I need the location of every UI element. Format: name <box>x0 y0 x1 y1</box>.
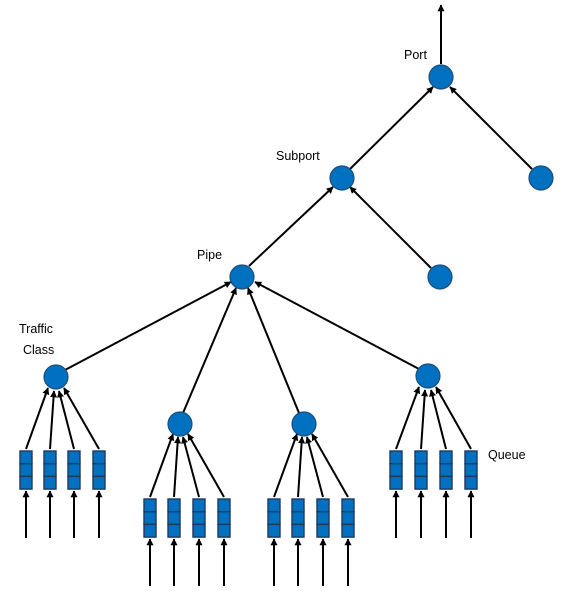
queue-15-cell-1 <box>439 450 453 465</box>
queue-5-cell-1 <box>143 498 157 513</box>
queue-15-cell-2 <box>439 463 453 478</box>
traffic-class-label-line1: Traffic <box>19 322 53 336</box>
queue-2-cell-3 <box>43 475 57 490</box>
edge-q-tc3-3 <box>305 436 324 498</box>
queue-12-cell-2 <box>341 511 355 526</box>
edge-q-tc4-4 <box>435 386 472 450</box>
edge-tc4-pipe <box>254 281 420 370</box>
queue-13-cell-2 <box>389 463 403 478</box>
queue-7-cell-3 <box>192 523 206 538</box>
edge-pipe2-subport <box>349 186 432 269</box>
queue-14-cell-1 <box>414 450 428 465</box>
sibling-pipe-node <box>427 264 453 290</box>
edge-q-tc3-1 <box>273 433 299 498</box>
nodes <box>43 64 554 437</box>
queue-12-cell-3 <box>341 523 355 538</box>
queue-3-cell-1 <box>67 450 81 465</box>
edge-pipe-subport <box>248 186 334 267</box>
edge-q-tc4-3 <box>429 389 447 450</box>
queue-5-cell-2 <box>143 511 157 526</box>
queue-11-cell-1 <box>316 498 330 513</box>
queue-10-cell-1 <box>291 498 305 513</box>
edge-q-tc2-1 <box>149 433 175 498</box>
port-node <box>428 64 454 90</box>
queue-3-cell-3 <box>67 475 81 490</box>
queue-1-cell-2 <box>19 463 33 478</box>
edge-tc3-pipe <box>247 287 300 414</box>
traffic-class-node-3 <box>291 411 317 437</box>
queue-7-cell-2 <box>192 511 206 526</box>
queue-12-cell-1 <box>341 498 355 513</box>
queue-4-cell-2 <box>92 463 106 478</box>
queue-16-cell-2 <box>464 463 478 478</box>
queue-14-cell-2 <box>414 463 428 478</box>
queue-1-cell-1 <box>19 450 33 465</box>
queue-10-cell-3 <box>291 523 305 538</box>
subport-node <box>329 165 355 191</box>
labels: Port Subport Pipe Traffic Class Queue <box>19 48 526 462</box>
port-label: Port <box>404 48 427 62</box>
traffic-class-label-line2: Class <box>23 343 54 357</box>
edge-q-tc4-2 <box>420 389 429 450</box>
pipe-node <box>229 264 255 290</box>
queue-3-cell-2 <box>67 463 81 478</box>
queue-9-cell-3 <box>267 523 281 538</box>
edge-tc1-pipe <box>64 281 232 371</box>
edge-q-tc2-2 <box>173 436 182 498</box>
edge-q-tc1-1 <box>25 387 50 450</box>
queue-label: Queue <box>488 448 526 462</box>
queue-11-cell-2 <box>316 511 330 526</box>
edge-q-tc2-3 <box>181 436 200 498</box>
queue-16-cell-3 <box>464 475 478 490</box>
traffic-class-node-2 <box>167 411 193 437</box>
queue-16-cell-1 <box>464 450 478 465</box>
queue-4-cell-3 <box>92 475 106 490</box>
traffic-class-node-1 <box>43 364 69 390</box>
edge-q-tc3-4 <box>311 433 349 498</box>
edge-q-tc1-3 <box>57 390 75 450</box>
sibling-subport-node <box>528 165 554 191</box>
edge-subport2-port <box>449 86 533 170</box>
queue-14-cell-3 <box>414 475 428 490</box>
edge-q-tc1-2 <box>49 390 58 450</box>
queue-11-cell-3 <box>316 523 330 538</box>
edge-q-tc1-4 <box>63 387 100 450</box>
edge-subport-port <box>349 86 434 170</box>
queue-13-cell-1 <box>389 450 403 465</box>
queue-6-cell-2 <box>167 511 181 526</box>
queue-5-cell-3 <box>143 523 157 538</box>
queue-9-cell-2 <box>267 511 281 526</box>
queue-8-cell-1 <box>217 498 231 513</box>
queue-7-cell-1 <box>192 498 206 513</box>
queue-13-cell-3 <box>389 475 403 490</box>
queue-6-cell-1 <box>167 498 181 513</box>
queue-10-cell-2 <box>291 511 305 526</box>
queue-15-cell-3 <box>439 475 453 490</box>
edge-q-tc3-2 <box>297 436 306 498</box>
queue-2-cell-1 <box>43 450 57 465</box>
queue-8-cell-2 <box>217 511 231 526</box>
edge-tc2-pipe <box>182 287 237 414</box>
edges <box>22 4 533 586</box>
edge-q-tc2-4 <box>187 433 225 498</box>
subport-label: Subport <box>276 149 320 163</box>
queue-1-cell-3 <box>19 475 33 490</box>
edge-q-tc4-1 <box>395 386 421 450</box>
queue-2-cell-2 <box>43 463 57 478</box>
queue-4-cell-1 <box>92 450 106 465</box>
queue-6-cell-3 <box>167 523 181 538</box>
queue-8-cell-3 <box>217 523 231 538</box>
pipe-label: Pipe <box>197 248 222 262</box>
queues <box>19 450 478 538</box>
traffic-class-node-4 <box>415 363 441 389</box>
queue-9-cell-1 <box>267 498 281 513</box>
